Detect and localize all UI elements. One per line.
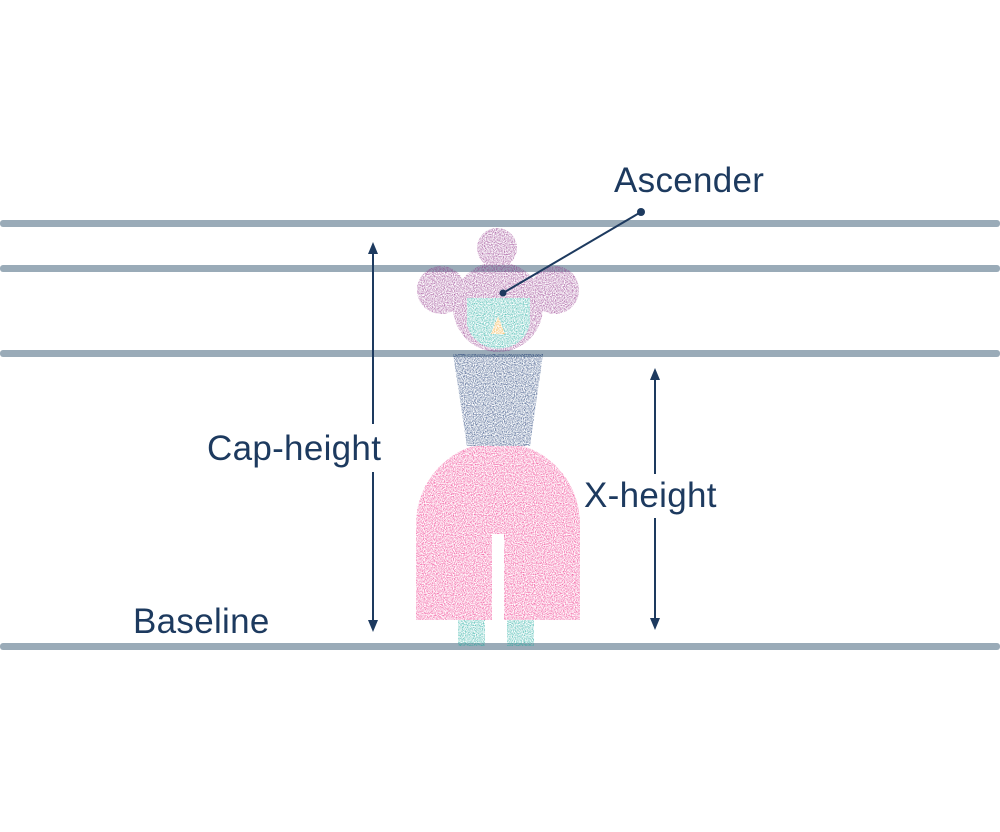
- hair-bun-top: [477, 228, 517, 268]
- ascender-line: [0, 220, 1000, 227]
- ascender-label: Ascender: [614, 161, 765, 200]
- hair-bun-left: [417, 266, 465, 314]
- x-height-label: X-height: [584, 476, 717, 515]
- callout-pointer-line-icon: [499, 208, 645, 297]
- x-height-line: [0, 350, 1000, 357]
- cap-height-arrow: [368, 242, 378, 632]
- hair-bun-right: [531, 266, 579, 314]
- guide-lines: [0, 220, 1000, 650]
- skirt: [416, 442, 580, 620]
- baseline-label: Baseline: [133, 602, 270, 641]
- torso: [453, 354, 543, 446]
- typography-person-figure-icon: [416, 228, 580, 646]
- x-height-arrow: [650, 368, 660, 630]
- baseline-line: [0, 643, 1000, 650]
- nose: [491, 316, 505, 334]
- cap-height-label: Cap-height: [207, 429, 382, 468]
